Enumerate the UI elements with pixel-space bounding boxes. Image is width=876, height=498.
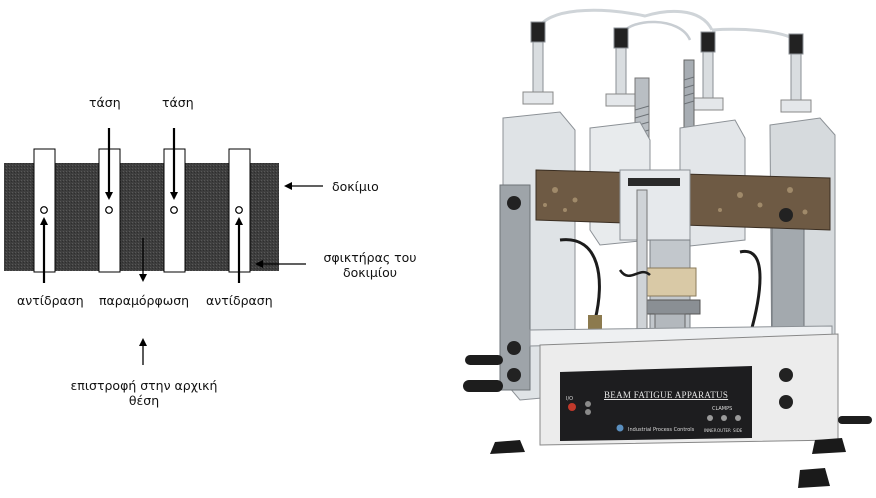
label-return: επιστροφή στην αρχική θέση [70,378,218,408]
panel-clamp-button-side: SIDE [733,428,743,433]
panel-title: BEAM FATIGUE APPARATUS [604,390,729,400]
pivot-point-2 [105,206,113,214]
pivot-point-1 [40,206,48,214]
panel-clamp-button-outer: OUTER [717,428,731,433]
panel-clamp-button-inner: INNER [704,428,717,433]
panel-clamps-label: CLAMPS [712,406,733,412]
label-specimen: δοκίμιο [332,179,379,194]
panel-power-label: I/O [566,396,574,402]
label-tension-left: τάση [89,95,121,110]
pivot-point-4 [235,206,243,214]
label-reaction-right: αντίδραση [206,293,273,308]
label-reaction-left: αντίδραση [17,293,84,308]
apparatus-photo [463,8,872,488]
pivot-point-3 [170,206,178,214]
panel-brand: Industrial Process Controls [628,427,695,433]
label-clamp: σφικτήρας του δοκιμίου [323,250,417,280]
label-tension-right: τάση [162,95,194,110]
label-deformation: παραμόρφωση [99,293,190,308]
